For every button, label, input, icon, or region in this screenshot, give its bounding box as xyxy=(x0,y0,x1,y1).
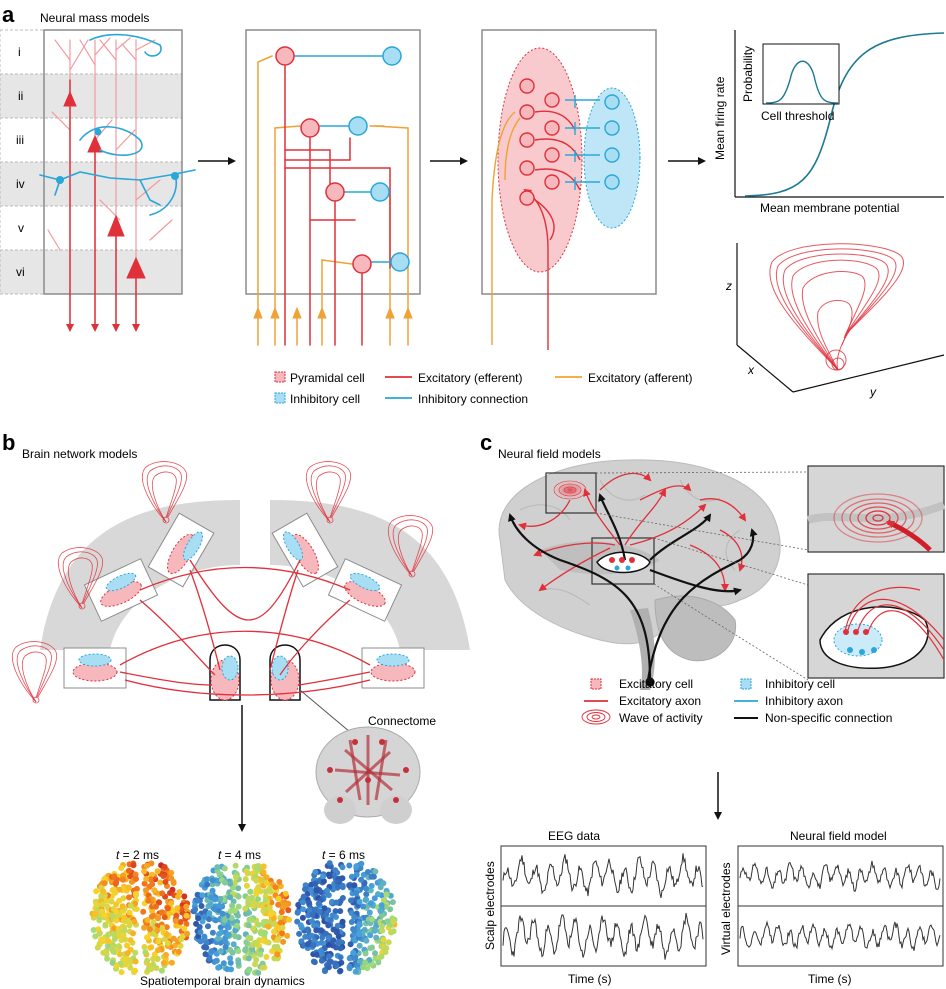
sigmoid-xlabel: Mean membrane potential xyxy=(760,201,899,215)
signal-trace-2 xyxy=(502,912,704,960)
attractor-trajectory xyxy=(769,243,905,371)
model-trace-box-2 xyxy=(737,905,944,967)
signal-trace-4 xyxy=(739,920,941,951)
network-node-populations xyxy=(72,531,416,701)
cortical-axons xyxy=(518,472,747,592)
population-box xyxy=(481,29,657,350)
panel-a-title: Neural mass models xyxy=(40,11,149,25)
legend-pyramidal: Pyramidal cell xyxy=(290,371,365,385)
sagittal-brain xyxy=(498,459,781,690)
brain-snapshots xyxy=(89,860,398,976)
layer-label-ii: ii xyxy=(18,89,23,103)
panel-a-letter: a xyxy=(2,2,15,27)
inset-ylabel: Probability xyxy=(741,46,755,102)
legend-excitatory-efferent: Excitatory (efferent) xyxy=(418,371,522,385)
eeg-trace-box-2 xyxy=(500,905,707,967)
sigmoid-ylabel: Mean firing rate xyxy=(713,76,727,160)
layer-label-iv: iv xyxy=(16,177,25,191)
eeg-title: EEG data xyxy=(548,829,600,843)
legend-nonspecific: Non-specific connection xyxy=(765,711,892,725)
panel-c-letter: c xyxy=(480,430,492,455)
inhibitory-swatch xyxy=(274,392,286,404)
wave-inset xyxy=(806,465,946,553)
model-ylabel: Virtual electrodes xyxy=(719,863,733,956)
panel-b-title: Brain network models xyxy=(22,447,137,461)
signal-traces xyxy=(502,853,941,960)
layer-label-vi: vi xyxy=(16,265,25,279)
node-phase-portraits xyxy=(12,461,434,704)
eeg-xlabel: Time (s) xyxy=(568,972,612,986)
signal-trace-1 xyxy=(502,853,704,899)
thalamus-inset xyxy=(807,573,945,679)
legend-inhibitory-cell: Inhibitory cell xyxy=(290,392,360,406)
layer-label-iii: iii xyxy=(16,133,24,147)
wave-legend-icon xyxy=(581,709,611,725)
panel-a: a Neural mass models i ii iii iv v vi xyxy=(0,2,945,406)
legend-inhibitory-axon: Inhibitory axon xyxy=(765,694,843,708)
panel-c-legend: Excitatory cell Excitatory axon Wave of … xyxy=(581,677,892,725)
panel-b: b Brain network models xyxy=(2,430,470,988)
sigmoid-plot: Mean membrane potential Mean firing rate… xyxy=(713,30,945,215)
thalamic-population-marks xyxy=(609,557,635,563)
legend-inhibitory-cell-c: Inhibitory cell xyxy=(765,677,835,691)
layer-labels: i ii iii iv v vi xyxy=(16,45,25,279)
time-labels: t = 2 ms t = 4 ms t = 6 ms xyxy=(116,848,365,862)
pyramidal-swatch xyxy=(274,371,286,383)
nonspecific-connections xyxy=(508,493,758,687)
microcircuit-box xyxy=(245,29,421,346)
eeg-ylabel: Scalp electrodes xyxy=(483,861,497,950)
phase-portrait: z x y xyxy=(725,243,945,399)
connectome-brain xyxy=(315,726,421,824)
brain-snapshot-2 xyxy=(190,862,292,976)
axis-z-label: z xyxy=(725,279,732,293)
layer-label-v: v xyxy=(18,221,24,235)
panel-b-letter: b xyxy=(2,430,15,455)
layer-label-i: i xyxy=(18,45,21,59)
panel-a-legend: Pyramidal cell Inhibitory cell Excitator… xyxy=(274,371,692,406)
panel-c-title: Neural field models xyxy=(498,447,601,461)
cortical-neurons-illustration xyxy=(39,33,196,332)
axis-x-label: x xyxy=(747,363,755,377)
legend-excitatory-afferent: Excitatory (afferent) xyxy=(588,371,692,385)
cortical-layers xyxy=(0,29,183,295)
threshold-distribution-curve xyxy=(765,60,839,104)
legend-wave: Wave of activity xyxy=(619,711,703,725)
time-label-2: t = 4 ms xyxy=(218,848,261,862)
eeg-trace-box-1 xyxy=(500,845,707,907)
dynamics-caption: Spatiotemporal brain dynamics xyxy=(140,974,305,988)
legend-excitatory-cell: Excitatory cell xyxy=(619,677,693,691)
brain-snapshot-1 xyxy=(89,860,191,976)
brain-snapshot-3 xyxy=(294,860,398,975)
axis-y-label: y xyxy=(869,385,877,399)
time-label-3: t = 6 ms xyxy=(322,848,365,862)
signal-trace-3 xyxy=(739,860,941,893)
zoom-box-thalamus xyxy=(591,537,655,585)
model-title: Neural field model xyxy=(790,829,887,843)
long-range-connections xyxy=(119,559,371,696)
time-label-1: t = 2 ms xyxy=(116,848,159,862)
inset-xlabel: Cell threshold xyxy=(761,109,834,123)
legend-excitatory-axon: Excitatory axon xyxy=(619,694,701,708)
wave-source xyxy=(553,480,587,500)
connectome-label: Connectome xyxy=(368,714,436,728)
zoom-lines xyxy=(595,471,809,681)
zoom-box-wave xyxy=(545,472,597,514)
model-xlabel: Time (s) xyxy=(808,972,852,986)
sigmoid-curve xyxy=(744,32,945,197)
connectome-pointer xyxy=(299,689,351,733)
legend-inhibitory-connection: Inhibitory connection xyxy=(418,392,528,406)
panel-c: c Neural field models xyxy=(480,430,946,986)
